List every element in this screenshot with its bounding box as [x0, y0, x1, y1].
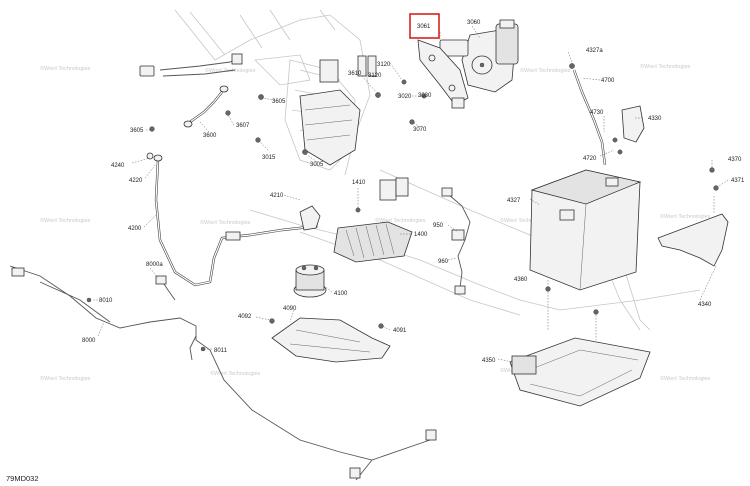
callout-1410[interactable]: 1410 — [352, 180, 366, 186]
watermark: ©Wiert Technologies — [640, 63, 691, 70]
callout-3605[interactable]: 3605 — [272, 99, 286, 105]
callout-8010[interactable]: 8010 — [99, 298, 113, 304]
bracket-3061 — [417, 39, 469, 109]
callout-3061[interactable]: 3061 — [417, 24, 431, 30]
callout-4720[interactable]: 4720 — [583, 156, 597, 162]
cable-3600 — [183, 85, 229, 128]
watermark: ©Wiert Technologies — [660, 375, 711, 382]
callout-3120[interactable]: 3120 — [368, 73, 382, 79]
callout-4340[interactable]: 4340 — [698, 302, 712, 308]
callout-3005[interactable]: 3005 — [310, 162, 324, 168]
cable-4200 — [146, 152, 319, 287]
callout-4327a[interactable]: 4327a — [586, 48, 603, 54]
watermark: ©Wiert Technologies — [210, 370, 261, 377]
callout-3015[interactable]: 3015 — [262, 155, 276, 161]
diagram-id: 79MD032 — [6, 474, 39, 483]
callout-4700[interactable]: 4700 — [601, 78, 615, 84]
callout-4220[interactable]: 4220 — [129, 178, 143, 184]
watermark: ©Wiert Technologies — [40, 375, 91, 382]
upper-wiring — [139, 53, 243, 77]
bracket-4340 — [657, 167, 729, 267]
callout-3020[interactable]: 3020 — [398, 94, 412, 100]
callout-4330[interactable]: 4330 — [648, 116, 662, 122]
battery-cables — [569, 63, 645, 166]
watermark: ©Wiert Technologies — [660, 213, 711, 220]
highlight-box-3061 — [409, 13, 440, 39]
callout-8000[interactable]: 8000 — [82, 338, 96, 344]
callout-950[interactable]: 950 — [433, 223, 444, 229]
battery-tray-4350 — [509, 286, 651, 407]
callout-4210[interactable]: 4210 — [270, 193, 284, 199]
watermark: ©Wiert Technologies — [40, 217, 91, 224]
callout-3030[interactable]: 3030 — [418, 93, 432, 99]
harness-8000 — [9, 265, 437, 481]
callout-4100[interactable]: 4100 — [334, 291, 348, 297]
callout-4090[interactable]: 4090 — [283, 306, 297, 312]
callout-4092[interactable]: 4092 — [238, 314, 252, 320]
callout-3070[interactable]: 3070 — [413, 127, 427, 133]
callout-4091[interactable]: 4091 — [393, 328, 407, 334]
voltage-regulator-1400 — [299, 177, 413, 263]
watermark: ©Wiert Technologies — [500, 217, 551, 224]
callout-3607[interactable]: 3607 — [236, 123, 250, 129]
sensor-harness-950 — [441, 187, 471, 295]
tray-4090 — [269, 317, 391, 363]
callout-3610[interactable]: 3610 — [348, 71, 362, 77]
battery-4327 — [529, 169, 642, 291]
watermark: ©Wiert Technologies — [200, 219, 251, 226]
relay-4100 — [293, 264, 327, 298]
callout-labels: 3060 3061 3610 3120 3120 3020 3030 3070 … — [82, 20, 745, 364]
callout-3605-left[interactable]: 3605 — [130, 128, 144, 134]
callout-4327[interactable]: 4327 — [507, 198, 521, 204]
watermark: ©Wiert Technologies — [520, 67, 571, 74]
actuator-3060 — [439, 19, 519, 93]
callout-4200[interactable]: 4200 — [128, 226, 142, 232]
callout-8011[interactable]: 8011 — [214, 348, 228, 354]
callout-8000a[interactable]: 8000a — [146, 262, 163, 268]
callout-1400[interactable]: 1400 — [414, 232, 428, 238]
callout-4360[interactable]: 4360 — [514, 277, 528, 283]
callout-4370[interactable]: 4370 — [728, 157, 742, 163]
watermark: ©Wiert Technologies — [375, 217, 426, 224]
callout-3600[interactable]: 3600 — [203, 133, 217, 139]
watermark: ©Wiert Technologies — [40, 65, 91, 72]
frame-structure — [174, 9, 701, 331]
callout-4371[interactable]: 4371 — [731, 178, 745, 184]
callout-4350[interactable]: 4350 — [482, 358, 496, 364]
leader-lines — [92, 25, 729, 363]
callout-3120-top[interactable]: 3120 — [377, 62, 391, 68]
fasteners-top — [149, 79, 427, 155]
callout-4240[interactable]: 4240 — [111, 163, 125, 169]
callout-3060[interactable]: 3060 — [467, 20, 481, 26]
upper-bracket-assembly — [299, 55, 377, 166]
callout-960[interactable]: 960 — [438, 259, 449, 265]
callout-4730[interactable]: 4730 — [590, 110, 604, 116]
